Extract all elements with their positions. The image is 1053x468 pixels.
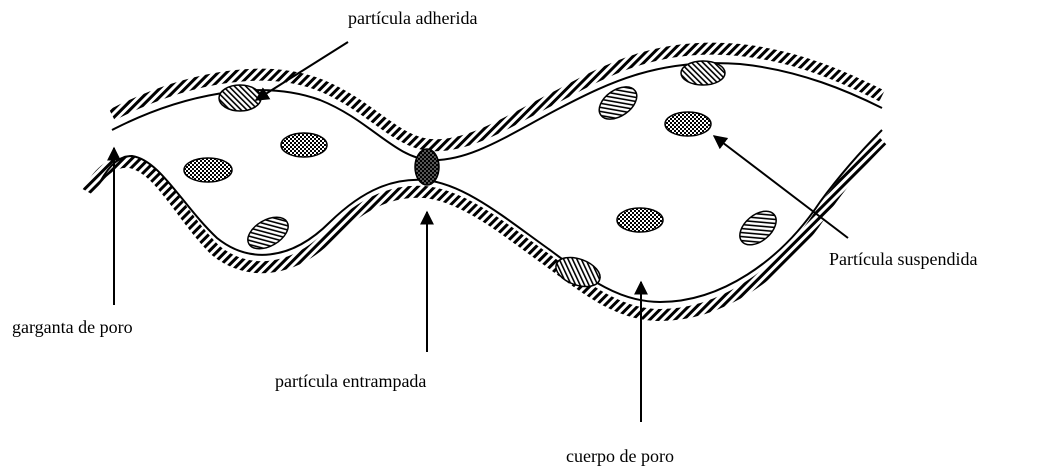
adhered-particle bbox=[680, 60, 726, 86]
adhered-particle bbox=[218, 84, 262, 112]
suspended-particle bbox=[280, 132, 328, 158]
adhered-particle bbox=[598, 86, 638, 120]
label-trapped-particle: partícula entrampada bbox=[275, 371, 426, 391]
suspended-particle bbox=[183, 157, 233, 183]
upper-wall-band bbox=[109, 42, 885, 152]
lower-wall-band bbox=[82, 135, 887, 322]
lower-wall-line bbox=[99, 129, 883, 304]
label-pore-body: cuerpo de poro bbox=[566, 446, 674, 466]
adhered-particle bbox=[555, 256, 601, 288]
arrow-adhered bbox=[254, 41, 349, 101]
label-pore-throat: garganta de poro bbox=[12, 317, 133, 337]
trapped-particle bbox=[414, 148, 440, 186]
label-suspended-particle: Partícula suspendida bbox=[829, 249, 977, 269]
arrow-suspended bbox=[712, 135, 849, 239]
adhered-particle bbox=[739, 210, 777, 246]
upper-wall-line bbox=[111, 62, 883, 162]
suspended-particle bbox=[664, 111, 712, 137]
adhered-particle bbox=[247, 216, 289, 250]
label-adhered-particle: partícula adherida bbox=[348, 8, 477, 28]
suspended-particle bbox=[616, 207, 664, 233]
